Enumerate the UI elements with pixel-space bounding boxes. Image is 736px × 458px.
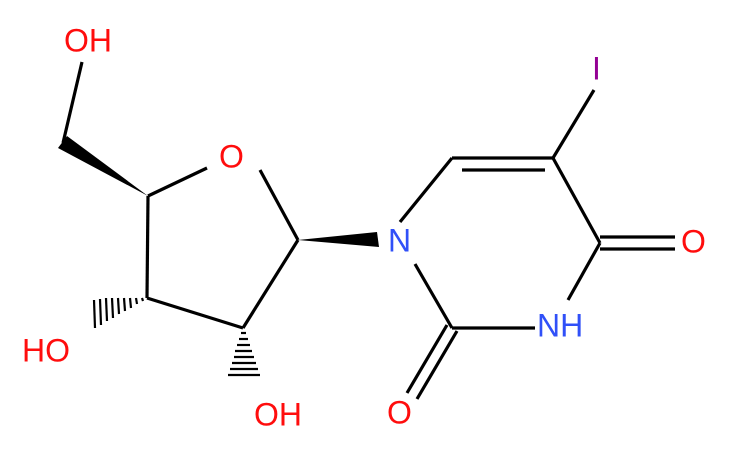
bond-c2-o — [405, 324, 449, 394]
atom-oh-top: OH — [64, 22, 112, 58]
atom-o-ring: O — [219, 138, 244, 174]
atom-n1: N — [388, 222, 411, 258]
bond-c5-c4 — [551, 157, 602, 244]
bond-c2prime-c1prime — [241, 239, 300, 329]
bond-c2-n1 — [413, 263, 454, 329]
bond-c5-iodine — [551, 89, 596, 159]
atom-oh-left: HO — [22, 332, 70, 368]
hash-c2prime-oh — [228, 331, 260, 377]
bond-c5prime-oh — [61, 61, 84, 144]
bond-c4prime-c3prime — [145, 195, 150, 299]
bond-n1-c6 — [398, 156, 454, 224]
bond-c4-n3 — [566, 242, 602, 301]
hash-c3prime-oh — [92, 297, 145, 329]
ribose-bonds — [145, 166, 300, 330]
atom-o-c4: O — [681, 223, 706, 259]
bond-c3prime-c2prime — [146, 296, 244, 330]
atom-o-c2: O — [387, 394, 412, 430]
bond-c2-o-second — [415, 330, 459, 400]
bond-o-c1prime — [258, 169, 300, 241]
uracil-bonds — [398, 89, 675, 400]
wedge-c1prime-n1 — [298, 232, 379, 247]
wedge-c4prime-c5prime — [58, 136, 148, 196]
atom-oh-bottom: OH — [254, 396, 302, 432]
atom-nh: NH — [537, 307, 583, 343]
atom-iodine: I — [592, 50, 601, 86]
bond-o-c4prime — [147, 166, 208, 198]
